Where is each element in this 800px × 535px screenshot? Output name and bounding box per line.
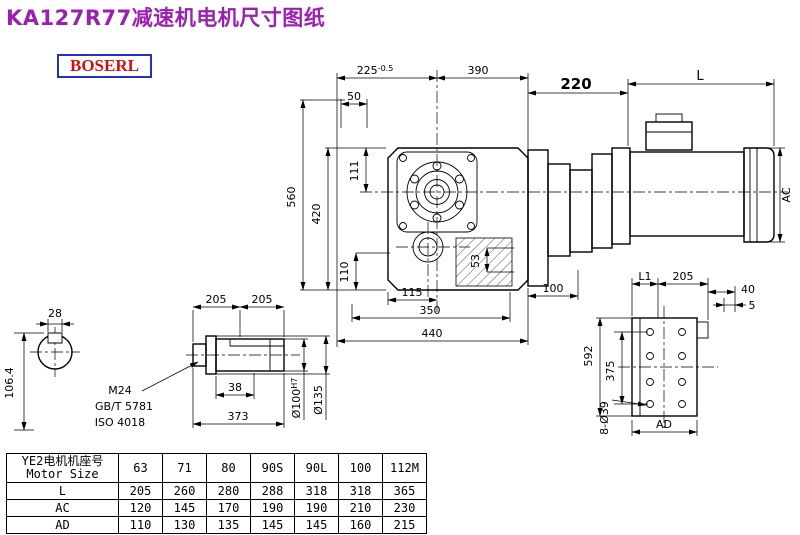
dim-L1-label: L1 — [638, 270, 651, 283]
motor-size-table: YE2电机机座号 Motor Size 63 71 80 90S 90L 100… — [6, 453, 427, 534]
table-cell: 110 — [118, 516, 163, 534]
standard-gbt-label: GB/T 5781 — [95, 400, 153, 413]
thread-m24-label: M24 — [108, 384, 132, 397]
table-header-size-71: 71 — [162, 453, 207, 483]
table-header-en: Motor Size — [26, 467, 99, 481]
page-title: KA127R77减速机电机尺寸图纸 — [6, 6, 326, 30]
dim-28-label: 28 — [48, 307, 62, 320]
table-cell: 145 — [294, 516, 339, 534]
dim-dia135-label: Ø135 — [312, 385, 325, 415]
dim-350-label: 350 — [420, 304, 441, 317]
dim-100-label: 100 — [543, 282, 564, 295]
table-header-size-112M: 112M — [382, 453, 427, 483]
dim-110-label: 110 — [338, 262, 351, 283]
table-header-size-90S: 90S — [250, 453, 295, 483]
dim-390-label: 390 — [468, 64, 489, 77]
dim-40-label: 40 — [741, 283, 755, 296]
table-header-size-100: 100 — [338, 453, 383, 483]
row-label-AC: AC — [6, 499, 119, 517]
shaft-detail-view: 205 205 M24 GB/T 5781 ISO 4018 38 373 Ø1… — [95, 293, 330, 429]
table-cell: 318 — [294, 482, 339, 500]
table-row-L: L 205 260 280 288 318 318 365 — [6, 482, 427, 500]
centerlines — [30, 70, 788, 428]
table-header-size-63: 63 — [118, 453, 163, 483]
gearbox-front-view — [387, 147, 529, 291]
table-header-cn: YE2电机机座号 — [21, 454, 104, 468]
table-cell: 210 — [338, 499, 383, 517]
table-cell: 288 — [250, 482, 295, 500]
holes-8xdia39-label: 8-Ø39 — [598, 401, 611, 435]
dim-420-label: 420 — [310, 204, 323, 225]
table-header-size-80: 80 — [206, 453, 251, 483]
dim-53-label: 53 — [469, 254, 482, 268]
table-header-row: YE2电机机座号 Motor Size 63 71 80 90S 90L 100… — [6, 453, 427, 483]
row-label-AD: AD — [6, 516, 119, 534]
table-row-AD: AD 110 130 135 145 145 160 215 — [6, 516, 427, 534]
dim-AC-label: AC — [780, 187, 793, 202]
dim-205a-label: 205 — [206, 293, 227, 306]
table-cell: 230 — [382, 499, 427, 517]
table-cell: 130 — [162, 516, 207, 534]
table-header-size-90L: 90L — [294, 453, 339, 483]
table-cell: 365 — [382, 482, 427, 500]
dim-L-label: L — [696, 69, 704, 84]
table-cell: 170 — [206, 499, 251, 517]
dim-dia100H7-label: Ø100H7 — [290, 378, 303, 419]
dim-50-label: 50 — [347, 90, 361, 103]
dim-560-label: 560 — [285, 187, 298, 208]
table-row-AC: AC 120 145 170 190 190 210 230 — [6, 499, 427, 517]
dim-AD-label: AD — [656, 418, 672, 431]
table-cell: 280 — [206, 482, 251, 500]
table-cell: 205 — [118, 482, 163, 500]
dim-440-label: 440 — [422, 327, 443, 340]
flange-detail-view: L1 205 40 5 592 375 8-Ø39 — [582, 270, 756, 436]
dim-373-label: 373 — [228, 410, 249, 423]
table-cell: 318 — [338, 482, 383, 500]
dim-205c-label: 205 — [673, 270, 694, 283]
row-label-L: L — [6, 482, 119, 500]
table-cell: 215 — [382, 516, 427, 534]
standard-iso-label: ISO 4018 — [95, 416, 145, 429]
shaft-section-view: 28 106.4 — [3, 307, 74, 431]
table-cell: 160 — [338, 516, 383, 534]
dim-375-label: 375 — [604, 361, 617, 382]
main-view-dimensions: 50 225-0.5 390 220 L 560 420 111 110 115… — [285, 64, 793, 347]
table-cell: 190 — [294, 499, 339, 517]
table-cell: 260 — [162, 482, 207, 500]
table-cell: 145 — [250, 516, 295, 534]
table-header-motor-size: YE2电机机座号 Motor Size — [6, 453, 119, 483]
dim-106-label: 106.4 — [3, 367, 16, 399]
dim-115-label: 115 — [402, 286, 423, 299]
motor-side-view — [527, 113, 775, 287]
table-cell: 190 — [250, 499, 295, 517]
dim-220-label: 220 — [560, 75, 591, 93]
dim-592-label: 592 — [582, 346, 595, 367]
dim-5-label: 5 — [749, 299, 756, 312]
dim-111-label: 111 — [348, 161, 361, 182]
boserl-logo: BOSERL — [57, 54, 152, 78]
dim-38-label: 38 — [228, 381, 242, 394]
dim-225-label: 225-0.5 — [357, 64, 394, 77]
table-cell: 120 — [118, 499, 163, 517]
dim-205b-label: 205 — [252, 293, 273, 306]
table-cell: 135 — [206, 516, 251, 534]
table-cell: 145 — [162, 499, 207, 517]
